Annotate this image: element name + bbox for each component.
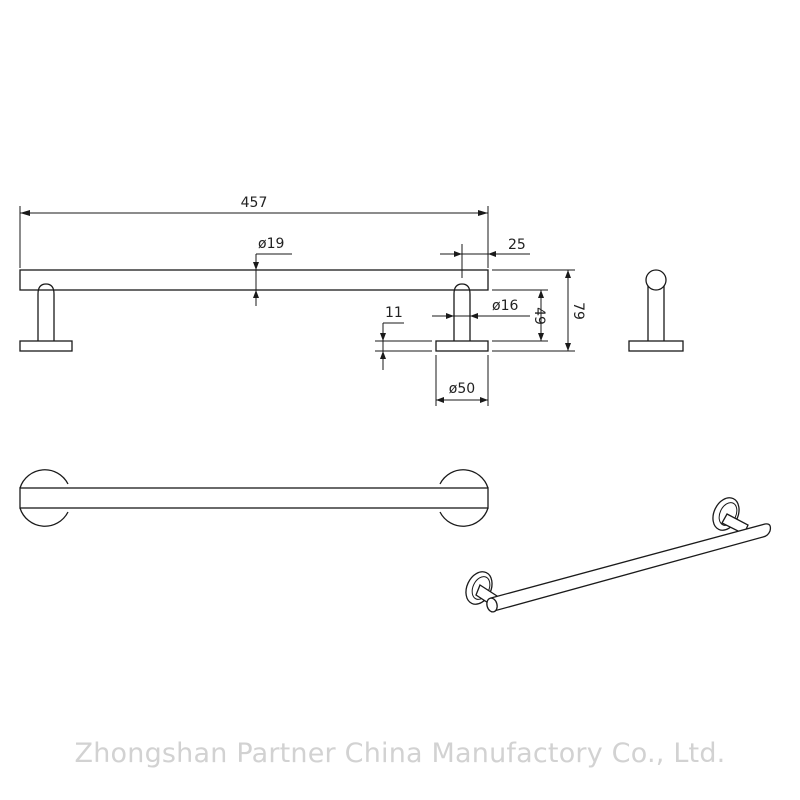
arrowhead <box>436 397 444 403</box>
dimension-label-thickness: 11 <box>385 305 403 321</box>
dimension-label-offset: 25 <box>508 237 526 253</box>
watermark-text: Zhongshan Partner China Manufactory Co.,… <box>74 738 726 769</box>
top-view <box>19 469 489 527</box>
arrowhead <box>538 333 544 341</box>
flange-left-top <box>19 469 69 489</box>
front-view: 457 ø19 25 ø16 49 <box>19 195 586 406</box>
iso-bar-end <box>486 597 498 613</box>
arrowhead <box>488 251 496 257</box>
arrowhead <box>478 210 488 216</box>
arrowhead <box>454 251 462 257</box>
bar-side <box>19 269 489 291</box>
flange-right-top <box>439 469 489 489</box>
dimension-label-post-diameter: ø16 <box>492 298 518 314</box>
isometric-view <box>465 497 772 613</box>
iso-flange-back-inner <box>718 502 738 526</box>
arrowhead <box>470 313 478 319</box>
side-post <box>647 284 665 341</box>
base-left <box>19 340 73 352</box>
arrowhead <box>380 333 386 341</box>
dimension-label-bar-diameter: ø19 <box>258 236 284 252</box>
arrowhead <box>446 313 454 319</box>
arrowhead <box>480 397 488 403</box>
arrowhead <box>253 262 259 270</box>
dimension-label-total-height: 79 <box>570 302 586 320</box>
arrowhead <box>565 343 571 351</box>
post-left <box>37 283 55 341</box>
base-right <box>435 340 489 352</box>
arrowhead <box>20 210 30 216</box>
side-view <box>628 269 684 352</box>
post-right <box>453 283 471 341</box>
arrowhead <box>253 290 259 298</box>
iso-bar <box>490 523 772 612</box>
side-base <box>628 340 684 352</box>
flange-right-bottom <box>439 507 489 527</box>
dimension-label-post-height: 49 <box>531 307 547 325</box>
arrowhead <box>538 290 544 298</box>
dimension-label-length: 457 <box>241 195 268 211</box>
dimension-label-base-diameter: ø50 <box>449 381 475 397</box>
arrowhead <box>565 270 571 278</box>
side-bar-section <box>645 269 667 291</box>
bar-top <box>19 487 489 509</box>
arrowhead <box>380 351 386 359</box>
flange-left-bottom <box>19 507 69 527</box>
